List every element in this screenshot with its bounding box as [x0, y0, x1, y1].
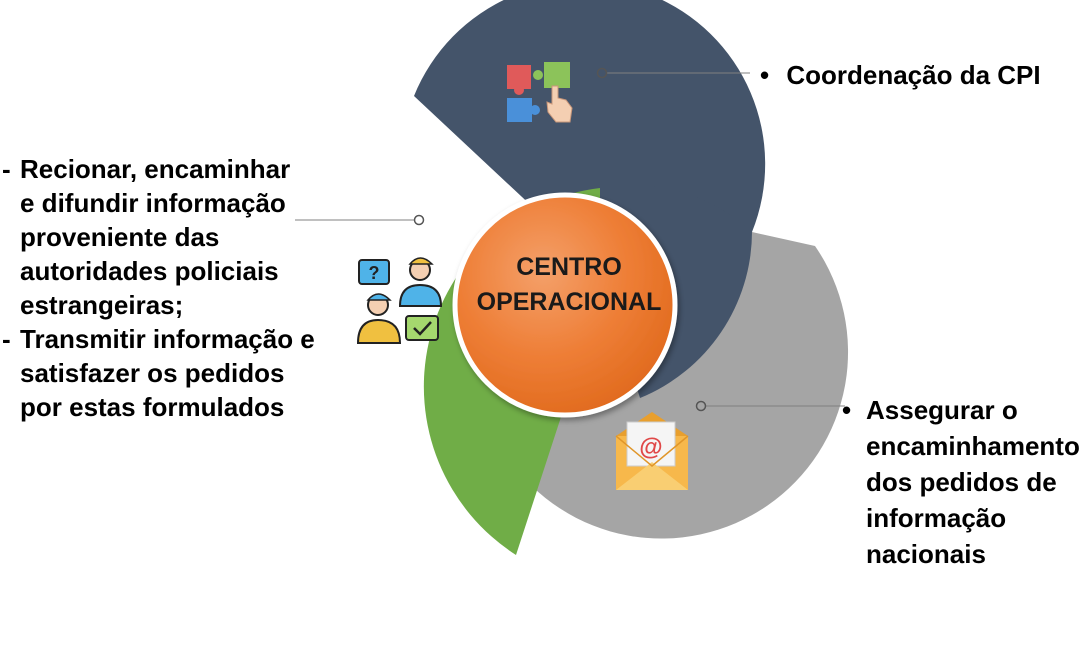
bottom-right-line: informação	[866, 503, 1007, 533]
left-item-2: - Transmitir informação e satisfazer os …	[0, 322, 315, 424]
left-item-2-line: Transmitir informação e	[20, 324, 315, 354]
puzzle-hand-icon	[507, 62, 573, 123]
left-item-1: - Recionar, encaminhar e difundir inform…	[0, 152, 315, 322]
connector-left	[295, 214, 425, 226]
center-label: CENTRO OPERACIONAL	[454, 250, 684, 320]
left-item-2-line: satisfazer os pedidos	[20, 358, 285, 388]
left-text-block: - Recionar, encaminhar e difundir inform…	[0, 152, 315, 424]
left-item-1-bullet: -	[2, 154, 11, 184]
email-envelope-icon: @	[615, 412, 689, 490]
center-label-line1: CENTRO	[516, 253, 622, 281]
svg-text:@: @	[639, 434, 662, 461]
connector-top-right	[596, 67, 750, 79]
bottom-right-line: encaminhamento	[866, 431, 1080, 461]
center-label-line2: OPERACIONAL	[476, 288, 662, 316]
top-right-label: • Coordenação da CPI	[760, 58, 1041, 92]
left-item-2-bullet: -	[2, 324, 11, 354]
left-item-1-line: autoridades policiais	[20, 256, 279, 286]
left-item-1-line: estrangeiras;	[20, 290, 184, 320]
left-item-1-line: proveniente das	[20, 222, 220, 252]
svg-text:?: ?	[369, 263, 380, 283]
people-chat-icon: ?	[356, 257, 443, 344]
connector-bottom-right	[695, 400, 845, 412]
left-item-1-line: e difundir informação	[20, 188, 286, 218]
left-item-2-line: por estas formulados	[20, 392, 285, 422]
top-right-text: Coordenação da CPI	[786, 60, 1041, 90]
bottom-right-bullet: •	[842, 395, 852, 425]
left-item-1-line: Recionar, encaminhar	[20, 154, 291, 184]
bottom-right-line: dos pedidos de	[866, 467, 1057, 497]
bottom-right-line: nacionais	[866, 539, 986, 569]
bottom-right-text-block: • Assegurar o encaminhamento dos pedidos…	[842, 392, 1080, 572]
center-circle	[452, 192, 678, 418]
bottom-right-line: Assegurar o	[866, 395, 1018, 425]
top-right-bullet: •	[760, 60, 770, 90]
